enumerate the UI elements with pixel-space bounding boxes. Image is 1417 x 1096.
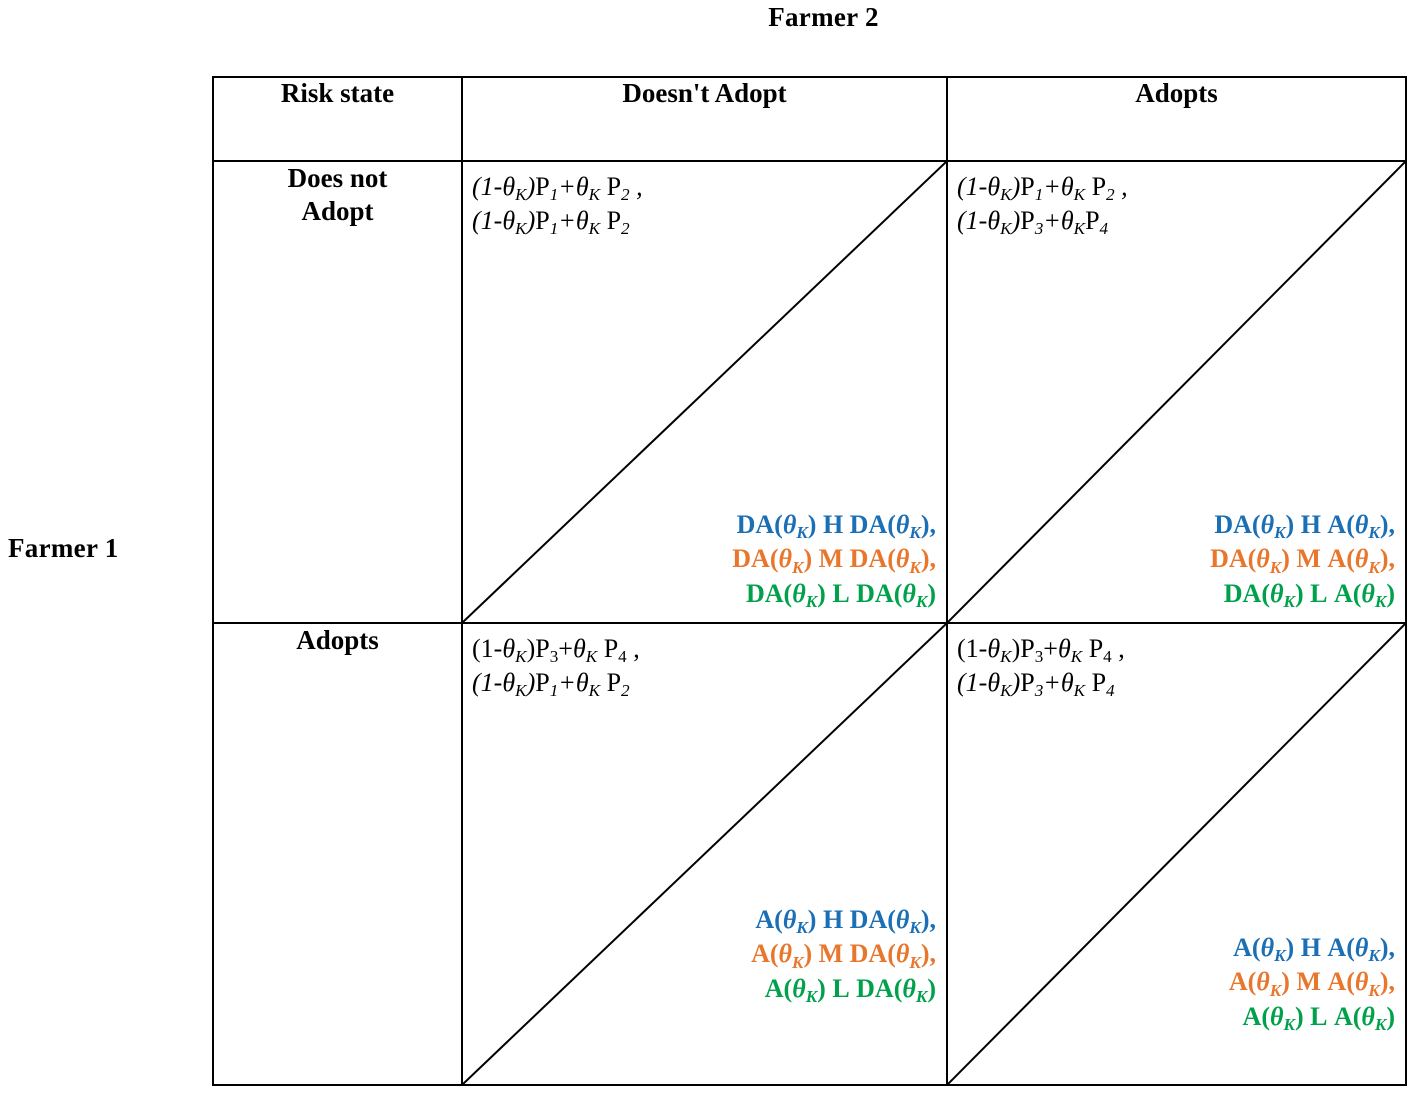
payoff-matrix-table: Risk state Doesn't Adopt Adopts Does not…	[212, 76, 1407, 1086]
payoff-formula-dna-a: (1-θK)P1+θK P2 , (1-θK)P3+θKP4	[957, 170, 1128, 238]
cell-a-dna: (1-θK)P3+θK P4 , (1-θK)P1+θK P2 A(θK) H …	[461, 622, 948, 1086]
payoff-line-2: (1-θK)P1+θK P2	[472, 205, 630, 238]
payoff-line-2: (1-θK)P3+θKP4	[957, 205, 1109, 238]
row-label-does-not-adopt: Does not Adopt	[212, 160, 463, 624]
strategy-low-risk: DA(θK) L DA(θK)	[745, 578, 936, 611]
payoff-line-1: (1-θK)P3+θK P4 ,	[957, 634, 1125, 667]
strategy-list-a-a: A(θK) H A(θK), A(θK) M A(θK), A(θK) L A(…	[1229, 931, 1395, 1034]
table-row-adopts: Adopts (1-θK)P3+θK P4 , (1-θK)P1+θK P2 A…	[212, 622, 1407, 1086]
row-label-line1: Does not	[287, 163, 388, 193]
payoff-formula-a-dna: (1-θK)P3+θK P4 , (1-θK)P1+θK P2	[472, 632, 640, 700]
strategy-medium-risk: A(θK) M A(θK),	[1228, 967, 1395, 1000]
payoff-line-1: (1-θK)P3+θK P4 ,	[472, 634, 640, 667]
payoff-line-2: (1-θK)P3+θK P4	[957, 667, 1115, 700]
strategy-high-risk: DA(θK) H A(θK),	[1214, 510, 1395, 543]
header-risk-state: Risk state	[212, 76, 463, 162]
payoff-line-1: (1-θK)P1+θK P2 ,	[472, 172, 643, 205]
table-header-row: Risk state Doesn't Adopt Adopts	[212, 76, 1407, 162]
strategy-medium-risk: A(θK) M DA(θK),	[751, 939, 936, 972]
strategy-list-dna-dna: DA(θK) H DA(θK), DA(θK) M DA(θK), DA(θK)…	[732, 508, 936, 611]
strategy-list-a-dna: A(θK) H DA(θK), A(θK) M DA(θK), A(θK) L …	[751, 903, 936, 1006]
payoff-formula-a-a: (1-θK)P3+θK P4 , (1-θK)P3+θK P4	[957, 632, 1125, 700]
strategy-low-risk: A(θK) L DA(θK)	[764, 973, 936, 1006]
payoff-line-2: (1-θK)P1+θK P2	[472, 667, 630, 700]
strategy-high-risk: A(θK) H DA(θK),	[755, 905, 936, 938]
header-doesnt-adopt: Doesn't Adopt	[461, 76, 948, 162]
payoff-line-1: (1-θK)P1+θK P2 ,	[957, 172, 1128, 205]
cell-dna-dna: (1-θK)P1+θK P2 , (1-θK)P1+θK P2 DA(θK) H…	[461, 160, 948, 624]
row-label-line2: Adopt	[301, 196, 374, 227]
row-label-line1: Adopts	[296, 625, 379, 655]
header-adopts: Adopts	[946, 76, 1407, 162]
strategy-medium-risk: DA(θK) M DA(θK),	[732, 544, 936, 577]
farmer2-column-player-label: Farmer 2	[0, 2, 1417, 33]
strategy-list-dna-a: DA(θK) H A(θK), DA(θK) M A(θK), DA(θK) L…	[1210, 508, 1395, 611]
farmer1-row-player-label: Farmer 1	[8, 533, 119, 563]
cell-dna-a: (1-θK)P1+θK P2 , (1-θK)P3+θKP4 DA(θK) H …	[946, 160, 1407, 624]
strategy-high-risk: A(θK) H A(θK),	[1233, 933, 1395, 966]
strategy-low-risk: DA(θK) L A(θK)	[1223, 578, 1395, 611]
cell-a-a: (1-θK)P3+θK P4 , (1-θK)P3+θK P4 A(θK) H …	[946, 622, 1407, 1086]
payoff-formula-dna-dna: (1-θK)P1+θK P2 , (1-θK)P1+θK P2	[472, 170, 643, 238]
strategy-medium-risk: DA(θK) M A(θK),	[1210, 544, 1395, 577]
row-label-adopts: Adopts	[212, 622, 463, 1086]
strategy-low-risk: A(θK) L A(θK)	[1242, 1001, 1395, 1034]
strategy-high-risk: DA(θK) H DA(θK),	[736, 510, 936, 543]
farmer2-label-text: Farmer 2	[768, 2, 879, 32]
table-row-does-not-adopt: Does not Adopt (1-θK)P1+θK P2 , (1-θK)P1…	[212, 160, 1407, 624]
